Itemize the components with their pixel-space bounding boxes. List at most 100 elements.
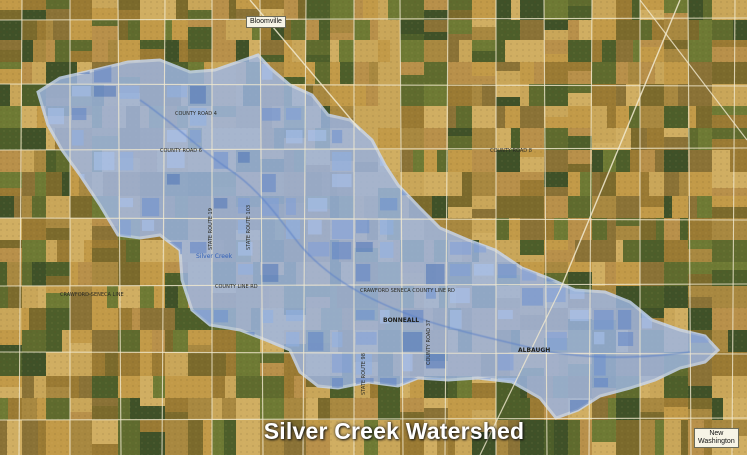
watershed-field-shade — [120, 198, 134, 208]
watershed-field-shade — [474, 264, 494, 276]
watershed-field-shade — [72, 86, 91, 97]
map-title: Silver Creek Watershed — [263, 418, 525, 444]
silver-creek-stream — [139, 99, 691, 358]
watershed-field-shade — [332, 354, 352, 373]
watershed-field-shade — [48, 108, 65, 125]
watershed-field-shade — [332, 174, 352, 188]
highway-line — [639, 0, 747, 141]
watershed-field-shade — [308, 130, 327, 142]
watershed-field-shade — [142, 220, 155, 231]
watershed-field-shade — [167, 174, 180, 185]
watershed-field-shade — [262, 64, 273, 80]
town-label-bloomville: Bloomville — [246, 16, 286, 28]
highway-line — [559, 0, 681, 291]
watershed-field-shade — [594, 378, 609, 388]
road-label: STATE ROUTE 103 — [246, 205, 252, 250]
watershed-field-shade — [72, 108, 87, 121]
watershed-field-shade — [426, 264, 445, 285]
watershed-field-shade — [618, 310, 632, 330]
road-line — [687, 0, 692, 455]
road-line — [731, 0, 736, 455]
watershed-field-shade — [690, 332, 709, 343]
watershed-field-shade — [380, 310, 390, 324]
watershed-field-shade — [286, 332, 300, 347]
watershed-field-shade — [72, 130, 84, 146]
road-line — [543, 0, 548, 455]
watershed-field-shade — [286, 130, 303, 144]
watershed-field-shade — [356, 220, 370, 234]
watershed-field-shade — [332, 378, 343, 390]
watershed-field-shade — [190, 86, 206, 104]
road-label: STATE ROUTE 98 — [361, 353, 367, 395]
watershed-field-shade — [332, 242, 352, 260]
watershed-field-shade — [618, 332, 634, 347]
watershed-field-shade — [356, 354, 372, 375]
watershed-field-shade — [332, 152, 352, 171]
watershed-field-shade — [498, 264, 517, 279]
watershed-field-shade — [262, 310, 274, 323]
road-label: COUNTY ROAD 6 — [160, 148, 202, 154]
watershed-field-shade — [238, 152, 250, 163]
watershed-field-shade — [450, 242, 472, 255]
road-label: STATE ROUTE 19 — [208, 208, 214, 250]
road-line — [117, 0, 122, 455]
watershed-field-shade — [286, 220, 301, 240]
watershed-field-shade — [522, 288, 543, 306]
watershed-field-shade — [190, 242, 207, 254]
watershed-field-shade — [238, 242, 253, 256]
watershed-field-shade — [570, 288, 585, 299]
watershed-field-shade — [238, 264, 254, 275]
watershed-field-shade — [498, 354, 514, 371]
watershed-field-shade — [142, 198, 160, 217]
road-line — [18, 0, 23, 455]
road-line — [444, 0, 449, 455]
watershed-field-shade — [594, 332, 605, 345]
road-line — [0, 217, 747, 221]
watershed-field-shade — [380, 198, 398, 211]
watershed-field-shade — [450, 264, 471, 277]
watershed-field-shade — [356, 242, 373, 252]
watershed-field-shade — [402, 354, 413, 372]
road-label: COUNTY ROAD 4 — [175, 111, 217, 117]
watershed-field-shade — [238, 220, 248, 234]
town-label-new-washington: New Washington — [694, 428, 739, 448]
watershed-field-shade — [642, 310, 653, 329]
place-label: BONNEALL — [383, 317, 419, 324]
water-label: Silver Creek — [196, 253, 233, 260]
road-line — [0, 147, 747, 151]
watershed-field-shade — [167, 86, 188, 98]
watershed-field-shade — [214, 198, 228, 209]
watershed-field-shade — [308, 242, 330, 257]
place-label: ALBAUGH — [518, 347, 550, 354]
watershed-field-shade — [286, 310, 305, 322]
road-line — [161, 0, 166, 455]
watershed-field-shade — [167, 130, 187, 143]
watershed-field-shade — [120, 152, 134, 171]
watershed-field-shade — [167, 152, 185, 168]
road-line — [0, 83, 747, 87]
place-labels: BONNEALL ALBAUGH Silver Creek — [196, 253, 550, 354]
road-line — [302, 0, 307, 455]
watershed-field-shade — [546, 332, 567, 351]
road-label: COUNTY ROAD 37 — [426, 320, 432, 365]
watershed-field-shade — [190, 130, 201, 143]
watershed-field-shade — [594, 354, 606, 376]
watershed-field-shade — [308, 332, 324, 351]
watershed-field-shade — [262, 108, 281, 121]
highway-line — [479, 289, 561, 455]
watershed-field-shade — [546, 288, 566, 303]
watershed-field-shade — [120, 86, 140, 99]
watershed-field-shade — [190, 108, 207, 126]
watershed-field-shade — [332, 220, 354, 240]
watershed-field-shade — [286, 198, 296, 215]
road-label: COUNTY LINE RD — [215, 284, 258, 290]
watershed-field-shade — [120, 220, 131, 239]
watershed-field-shade — [332, 332, 343, 348]
road-line — [0, 17, 747, 21]
watershed-field-shade — [380, 220, 394, 235]
watershed-field-shade — [238, 198, 250, 214]
